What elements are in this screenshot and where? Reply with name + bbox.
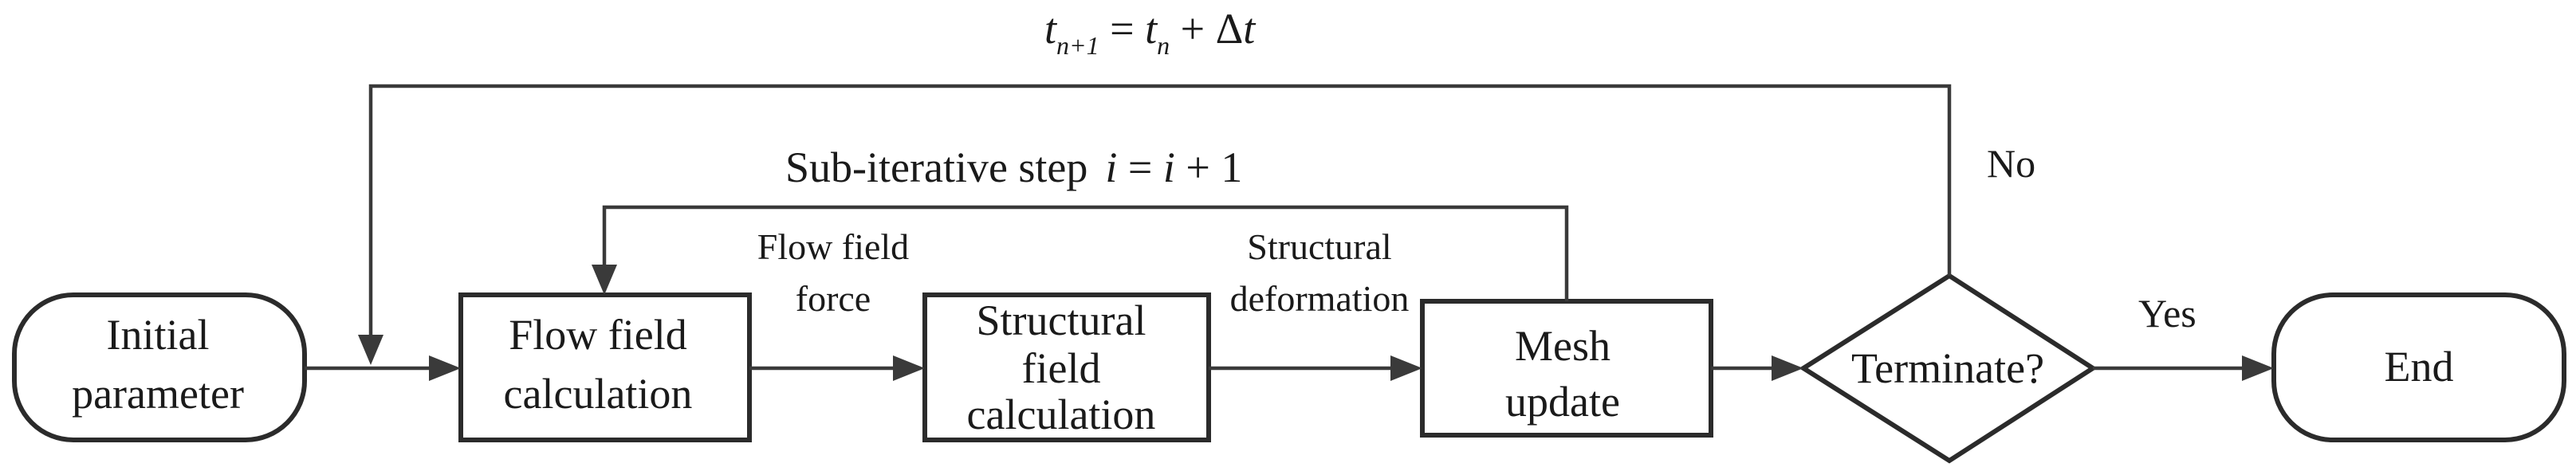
arrowhead-initial-to-flow xyxy=(429,355,461,381)
arrowhead-time-step xyxy=(358,335,383,365)
structural-deformation-label-line1: Structural xyxy=(1247,226,1391,267)
sub-iterative-step-var2: i xyxy=(1163,143,1175,191)
time-step-loop-path xyxy=(368,84,1952,344)
time-step-t2: t xyxy=(1145,5,1158,53)
terminate-decision-label: Terminate? xyxy=(1851,344,2044,392)
mesh-update-label-line2: update xyxy=(1505,378,1620,426)
sub-iterative-step-equals: = xyxy=(1117,143,1162,191)
sub-iteration-loop-path xyxy=(602,205,1569,301)
arrowhead-sub-iteration xyxy=(592,265,617,295)
time-step-equals: = xyxy=(1099,5,1145,53)
flow-field-force-label-line1: Flow field xyxy=(757,226,909,267)
initial-parameter-label-line1: Initial xyxy=(107,311,210,359)
end-label: End xyxy=(2385,343,2454,391)
time-step-delta: Δ xyxy=(1216,5,1244,53)
flow-field-calculation-label-line2: calculation xyxy=(504,370,693,418)
time-step-t3: t xyxy=(1243,5,1257,53)
structural-field-calculation-label-line1: Structural xyxy=(977,296,1146,344)
initial-parameter-label-line2: parameter xyxy=(72,370,244,418)
arrowhead-flow-to-structural xyxy=(893,355,925,381)
structural-deformation-label-line2: deformation xyxy=(1230,278,1410,319)
structural-field-calculation-label-line2: field xyxy=(1022,344,1101,392)
time-step-plus: + xyxy=(1170,5,1215,53)
sub-iterative-step-label: Sub-iterative step i = i + 1 xyxy=(785,143,1242,191)
time-step-sub2: n xyxy=(1157,31,1170,60)
flow-field-calculation-label-line1: Flow field xyxy=(509,311,687,359)
arrowhead-terminate-to-end xyxy=(2242,355,2274,381)
flow-field-calculation-node xyxy=(458,292,752,442)
terminate-decision-node xyxy=(1799,273,2098,464)
arrowhead-structural-to-mesh xyxy=(1390,355,1422,381)
flow-field-force-label-line2: force xyxy=(796,278,871,319)
time-step-equation: tn+1 = tn + Δt xyxy=(1044,5,1257,60)
sub-iterative-step-text: Sub-iterative step xyxy=(785,143,1087,191)
end-node xyxy=(2271,292,2566,442)
no-branch-label: No xyxy=(1987,141,2035,186)
time-step-sub1: n+1 xyxy=(1056,31,1099,60)
mesh-update-node xyxy=(1420,299,1713,438)
sub-iterative-step-plus: + 1 xyxy=(1175,143,1242,191)
structural-field-calculation-label-line3: calculation xyxy=(967,391,1156,438)
time-step-t1: t xyxy=(1044,5,1058,53)
sub-iterative-step-var: i xyxy=(1105,143,1117,191)
arrowhead-mesh-to-terminate xyxy=(1772,355,1803,381)
yes-branch-label: Yes xyxy=(2138,291,2196,336)
mesh-update-label-line1: Mesh xyxy=(1515,322,1610,370)
structural-field-calculation-node xyxy=(922,292,1211,442)
